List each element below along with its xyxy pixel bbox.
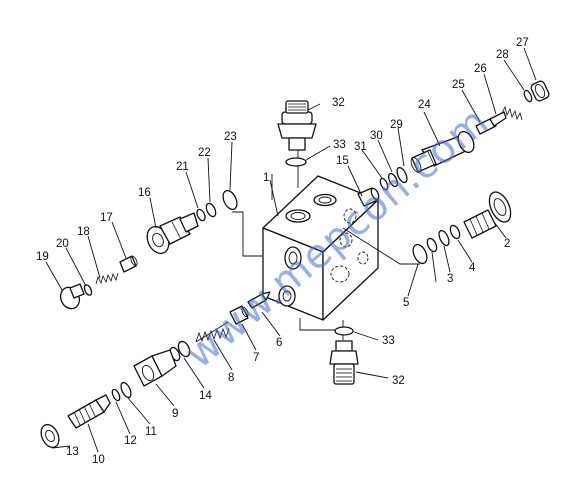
spring-18 <box>95 272 119 285</box>
spring-seat-17 <box>119 255 138 273</box>
callout-labels: 1 2 3 4 5 6 7 8 9 10 11 12 13 14 15 16 1… <box>36 37 529 466</box>
seat-7 <box>229 305 249 325</box>
ring-31 <box>379 177 389 191</box>
top-fitting-32 <box>277 100 317 151</box>
bottom-o-ring-33 <box>334 326 354 336</box>
callout-12: 12 <box>124 435 137 447</box>
o-ring-30 <box>388 172 398 188</box>
check-valve-2 <box>463 191 512 239</box>
callout-23: 23 <box>224 131 237 143</box>
callout-6: 6 <box>276 337 282 349</box>
poppet-25 <box>475 111 507 135</box>
o-ring-5 <box>412 243 428 265</box>
callout-13: 13 <box>66 446 79 458</box>
ring-12 <box>111 388 121 402</box>
callout-15: 15 <box>336 155 349 167</box>
lock-nut-13 <box>40 423 60 449</box>
assembly-guide-lines <box>232 150 420 340</box>
callout-1: 1 <box>263 172 269 184</box>
callout-2: 2 <box>504 238 510 250</box>
valve-cartridge-16 <box>146 212 199 255</box>
ring-3 <box>438 229 450 247</box>
plug-nut-9 <box>133 349 177 387</box>
callout-20: 20 <box>56 238 69 250</box>
callout-27: 27 <box>516 37 529 49</box>
cap-19 <box>59 283 85 310</box>
callout-21: 21 <box>176 161 189 173</box>
top-o-ring-33 <box>285 157 307 167</box>
ring-4-b <box>449 224 461 240</box>
poppet-6 <box>247 291 271 309</box>
callout-11: 11 <box>145 426 157 438</box>
callout-28: 28 <box>496 49 509 61</box>
relief-valve-24 <box>410 130 475 173</box>
ring-22 <box>205 202 217 218</box>
callout-10: 10 <box>92 454 105 466</box>
spring-8 <box>195 321 230 343</box>
callout-22: 22 <box>198 147 211 159</box>
callout-32-bottom: 32 <box>392 375 405 387</box>
callout-4: 4 <box>469 262 476 274</box>
ring-4 <box>426 237 438 253</box>
bottom-fitting-32 <box>329 340 359 385</box>
callout-30: 30 <box>370 130 383 142</box>
callout-8: 8 <box>228 372 234 384</box>
cap-27 <box>530 80 550 102</box>
callout-16: 16 <box>138 187 151 199</box>
o-ring-29 <box>396 166 408 184</box>
callout-33-bottom: 33 <box>382 335 395 347</box>
callout-9: 9 <box>172 408 178 420</box>
leader-lines <box>45 47 537 453</box>
o-ring-11 <box>120 381 132 399</box>
o-ring-23 <box>222 189 238 211</box>
valve-body <box>262 175 379 321</box>
callout-32-top: 32 <box>332 97 345 109</box>
callout-31: 31 <box>354 141 367 153</box>
callout-14: 14 <box>199 390 212 402</box>
callout-3: 3 <box>447 273 453 285</box>
callout-17: 17 <box>100 212 113 224</box>
callout-24: 24 <box>418 99 431 111</box>
washer-28 <box>523 89 533 103</box>
callout-33-top: 33 <box>333 139 346 151</box>
callout-7: 7 <box>253 352 259 364</box>
adjusting-screw-10 <box>67 394 111 429</box>
plug-15 <box>357 187 380 207</box>
spring-26 <box>501 105 523 121</box>
callout-29: 29 <box>390 119 403 131</box>
o-ring-14 <box>177 340 191 358</box>
callout-26: 26 <box>474 63 487 75</box>
callout-18: 18 <box>77 226 90 238</box>
callout-19: 19 <box>36 251 49 263</box>
callout-5: 5 <box>403 297 409 309</box>
callout-25: 25 <box>452 79 465 91</box>
ring-21 <box>196 208 206 222</box>
